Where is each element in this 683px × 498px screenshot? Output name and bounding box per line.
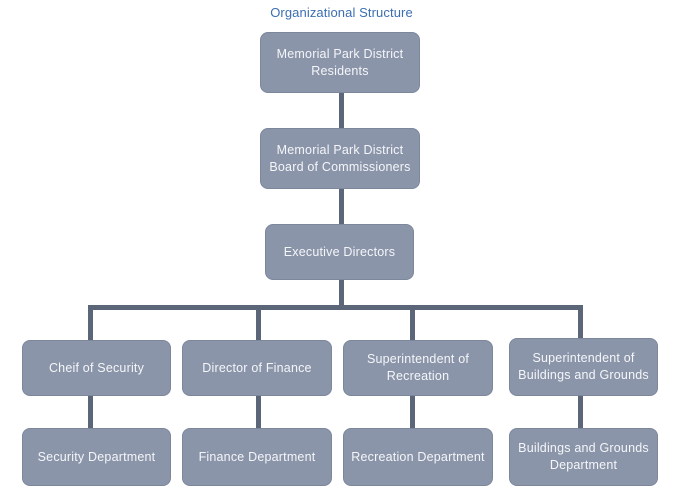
connector-horizontal-bus (88, 305, 583, 310)
connector-bus-recreation-super (410, 305, 415, 342)
connector-bus-buildings-super (578, 305, 583, 342)
connector-finance-director-dept (256, 396, 261, 430)
node-residents: Memorial Park District Residents (260, 32, 420, 93)
node-security-chief: Cheif of Security (22, 340, 171, 396)
node-recreation-super: Superintendent of Recreation (343, 340, 493, 396)
node-buildings-super: Superintendent of Buildings and Grounds (509, 338, 658, 396)
node-recreation-dept: Recreation Department (343, 428, 493, 486)
connector-buildings-super-dept (578, 396, 583, 430)
connector-bus-finance-director (256, 305, 261, 342)
chart-title: Organizational Structure (270, 5, 413, 20)
node-finance-director: Director of Finance (182, 340, 332, 396)
connector-residents-board (339, 93, 344, 129)
node-executive: Executive Directors (265, 224, 414, 280)
node-board: Memorial Park District Board of Commissi… (260, 128, 420, 189)
connector-executive-bus (339, 279, 344, 307)
node-security-dept: Security Department (22, 428, 171, 486)
connector-board-executive (339, 189, 344, 225)
connector-security-chief-dept (88, 396, 93, 430)
connector-bus-security-chief (88, 305, 93, 342)
connector-recreation-super-dept (410, 396, 415, 430)
node-finance-dept: Finance Department (182, 428, 332, 486)
node-buildings-dept: Buildings and Grounds Department (509, 428, 658, 486)
